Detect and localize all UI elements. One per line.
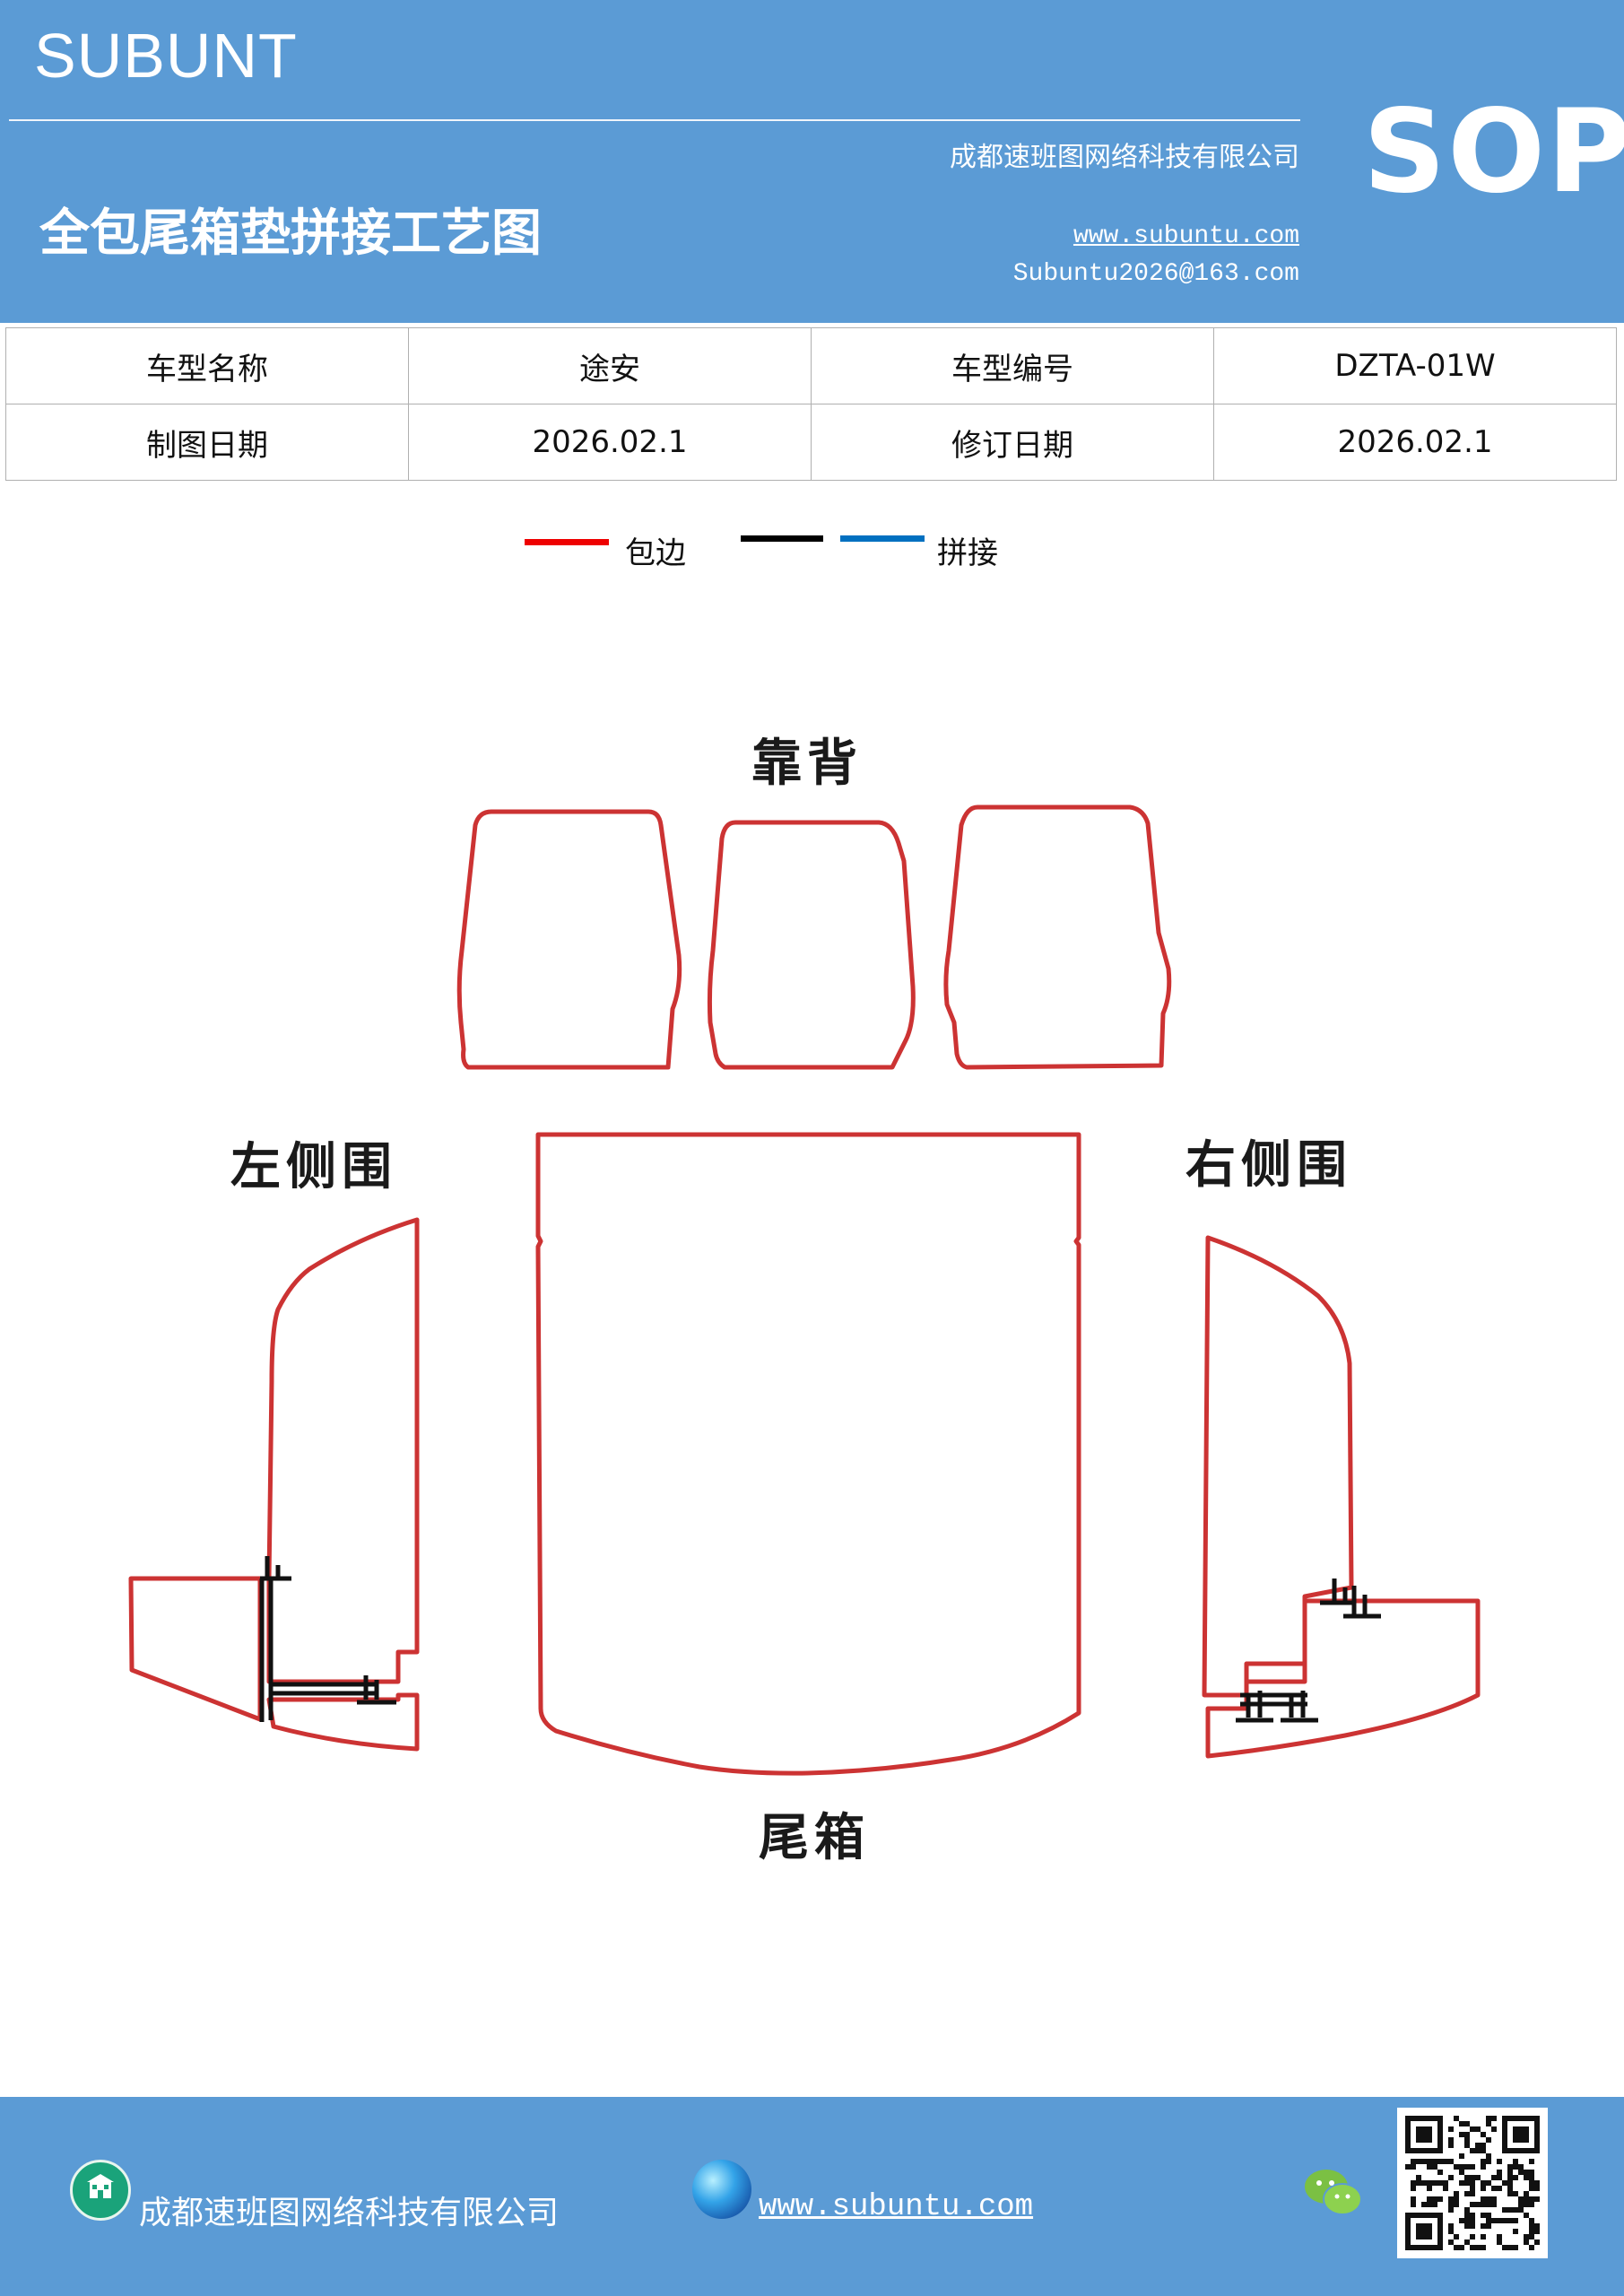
right-side-upper-piece	[1202, 1235, 1354, 1698]
qr-code[interactable]	[1397, 2108, 1548, 2258]
table-cell: 车型编号	[811, 327, 1214, 404]
globe-icon	[692, 2160, 751, 2219]
table-cell: 2026.02.1	[1213, 404, 1617, 481]
table-cell: 制图日期	[5, 404, 409, 481]
legend-swatch-red	[525, 539, 609, 545]
left-side-bottom-strip	[266, 1692, 420, 1752]
footer-website-link[interactable]: www.subuntu.com	[759, 2190, 1034, 2224]
table-cell: 修订日期	[811, 404, 1214, 481]
backrest-piece-middle	[707, 820, 916, 1070]
table-cell: 2026.02.1	[408, 404, 812, 481]
label-trunk: 尾箱	[759, 1809, 870, 1867]
brand-name: SUBUNT	[34, 21, 298, 91]
header-email[interactable]: Subuntu2026@163.com	[1012, 260, 1299, 288]
footer-company: 成都速班图网络科技有限公司	[139, 2195, 560, 2231]
legend-swatch-black	[741, 535, 823, 542]
table-cell: 车型名称	[5, 327, 409, 404]
table-cell: DZTA-01W	[1213, 327, 1617, 404]
table-row: 制图日期 2026.02.1 修订日期 2026.02.1	[5, 404, 1617, 481]
backrest-piece-right	[943, 804, 1172, 1070]
backrest-piece-left	[456, 809, 682, 1070]
legend: 包边 拼接	[0, 525, 1624, 578]
legend-swatch-blue	[840, 535, 925, 542]
seam-marks	[259, 1556, 1381, 1723]
header-banner: SUBUNT 成都速班图网络科技有限公司 全包尾箱垫拼接工艺图 www.subu…	[0, 0, 1624, 323]
company-icon	[70, 2160, 131, 2221]
table-cell: 途安	[408, 327, 812, 404]
label-left-side: 左侧围	[230, 1138, 397, 1196]
label-right-side: 右侧围	[1185, 1136, 1352, 1195]
sop-badge: SOP	[1363, 85, 1624, 219]
header-website-link[interactable]: www.subuntu.com	[1073, 222, 1299, 250]
info-table: 车型名称 途安 车型编号 DZTA-01W 制图日期 2026.02.1 修订日…	[5, 327, 1617, 481]
right-side-lower-piece	[1205, 1598, 1481, 1759]
header-company: 成都速班图网络科技有限公司	[950, 142, 1299, 173]
legend-label: 拼接	[937, 535, 998, 571]
trunk-floor-piece	[535, 1132, 1081, 1776]
table-row: 车型名称 途安 车型编号 DZTA-01W	[5, 327, 1617, 404]
label-backrest: 靠背	[751, 735, 863, 793]
left-side-front-piece	[128, 1576, 263, 1722]
header-divider	[9, 119, 1300, 121]
footer-banner: 成都速班图网络科技有限公司 www.subuntu.com	[0, 2097, 1624, 2296]
wechat-icon[interactable]	[1302, 2165, 1365, 2219]
legend-label: 包边	[625, 535, 686, 571]
left-side-upper-piece	[266, 1217, 420, 1684]
document-title: 全包尾箱垫拼接工艺图	[39, 204, 542, 263]
